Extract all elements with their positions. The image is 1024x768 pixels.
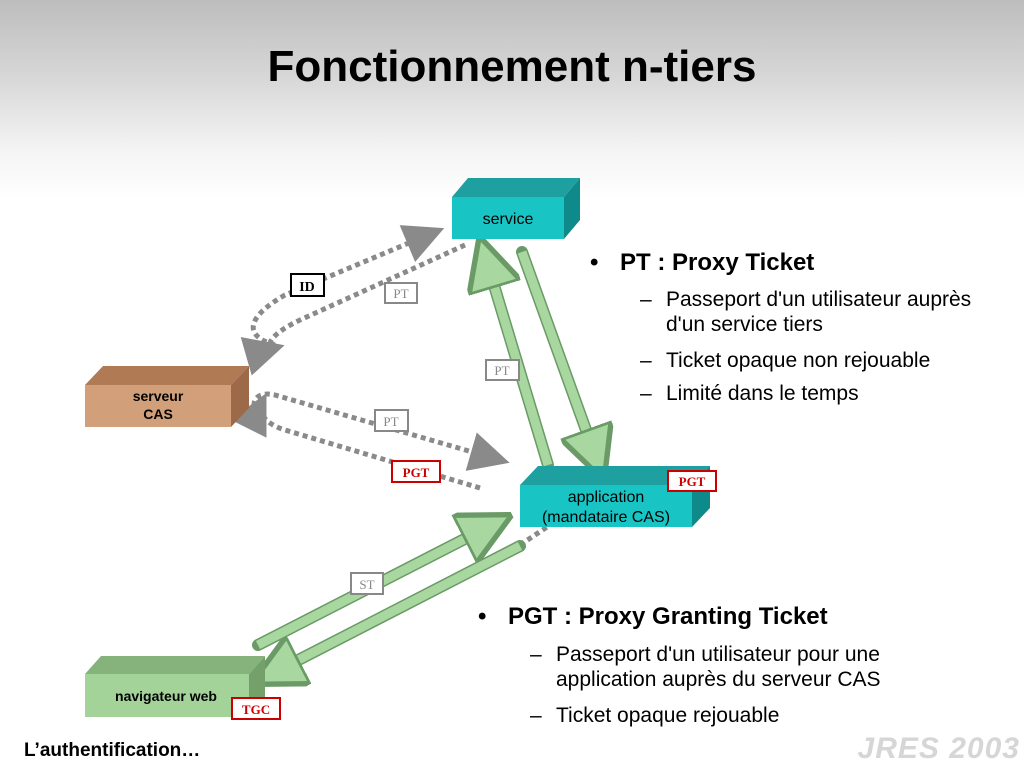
dash-icon: – xyxy=(640,382,652,405)
green-link-browser-application xyxy=(258,527,526,672)
ticket-pt-middle: PT xyxy=(485,359,520,381)
web-browser-box: navigateur web xyxy=(85,656,265,717)
ticket-pgt-cas: PGT xyxy=(391,460,441,483)
ticket-pt-middle-label: PT xyxy=(494,363,509,378)
ticket-tgc-label: TGC xyxy=(242,702,270,717)
footer-text: L’authentification… xyxy=(24,740,201,761)
ticket-pt-cas: PT xyxy=(374,409,409,432)
ticket-pgt-cas-label: PGT xyxy=(403,465,430,480)
slide-title: Fonctionnement n-tiers xyxy=(267,42,757,91)
application-box: application (mandataire CAS) xyxy=(520,466,710,527)
pgt-item-text: Passeport d'un utilisateur pour une appl… xyxy=(556,643,881,691)
ticket-pt-top-label: PT xyxy=(393,286,408,301)
application-label-line1: application xyxy=(568,489,645,506)
pt-item: –Passeport d'un utilisateur auprès d'un … xyxy=(640,287,986,337)
service-label: service xyxy=(483,211,534,228)
service-box: service xyxy=(452,178,580,239)
application-label-line2: (mandataire CAS) xyxy=(542,509,670,526)
ticket-pt-cas-label: PT xyxy=(383,414,398,429)
ticket-st: ST xyxy=(350,572,384,595)
ticket-id-label: ID xyxy=(299,280,315,295)
cas-server-label-line2: CAS xyxy=(143,406,173,422)
ticket-tgc: TGC xyxy=(231,697,281,720)
cas-server-box: serveur CAS xyxy=(85,366,249,427)
ticket-st-label: ST xyxy=(359,577,374,592)
cas-server-label-line1: serveur xyxy=(133,388,184,404)
ticket-pgt-app: PGT xyxy=(667,470,717,492)
dash-icon: – xyxy=(530,704,542,727)
dash-icon: – xyxy=(640,349,652,372)
ticket-pt-top: PT xyxy=(384,282,418,304)
pgt-item: –Ticket opaque rejouable xyxy=(530,703,976,728)
green-link-application-service xyxy=(487,252,595,465)
bullet-icon: • xyxy=(590,249,599,276)
conference-logo: JRES 2003 xyxy=(857,732,1020,765)
ticket-pgt-app-label: PGT xyxy=(679,474,706,489)
pt-item-text: Passeport d'un utilisateur auprès d'un s… xyxy=(666,288,972,336)
ticket-id: ID xyxy=(290,273,325,297)
dotted-link-server-service xyxy=(240,225,467,376)
pgt-item: –Passeport d'un utilisateur pour une app… xyxy=(530,642,976,692)
pt-heading: • PT : Proxy Ticket xyxy=(590,249,814,277)
pgt-heading-text: PGT : Proxy Granting Ticket xyxy=(508,603,828,630)
pt-item-text: Limité dans le temps xyxy=(666,382,859,405)
pgt-item-text: Ticket opaque rejouable xyxy=(556,704,780,727)
dash-icon: – xyxy=(640,288,652,311)
pt-item: –Limité dans le temps xyxy=(640,381,986,406)
web-browser-label: navigateur web xyxy=(115,688,217,704)
bullet-icon: • xyxy=(478,603,487,630)
pgt-heading: • PGT : Proxy Granting Ticket xyxy=(478,603,828,631)
dash-icon: – xyxy=(530,643,542,666)
pt-item: –Ticket opaque non rejouable xyxy=(640,348,1006,373)
pt-item-text: Ticket opaque non rejouable xyxy=(666,349,931,372)
pt-heading-text: PT : Proxy Ticket xyxy=(620,249,815,276)
